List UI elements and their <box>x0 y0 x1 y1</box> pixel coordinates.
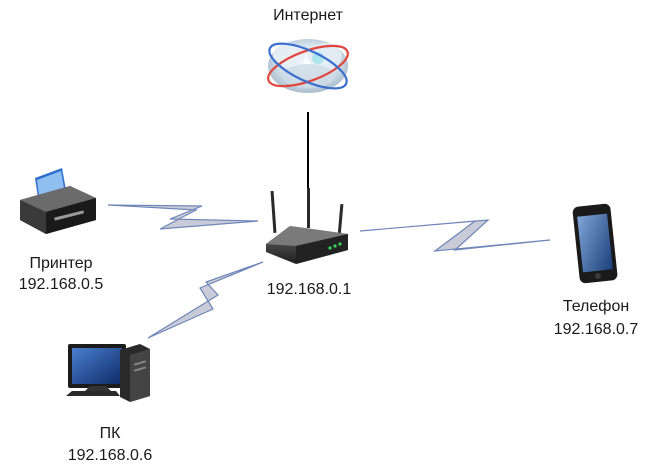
wifi-router-icon <box>266 188 348 264</box>
smartphone-icon <box>572 203 618 284</box>
wireless-link-printer <box>107 204 259 230</box>
internet-label: Интернет <box>273 7 343 24</box>
phone-label: Телефон <box>562 298 630 315</box>
wireless-link-pc <box>147 261 264 339</box>
printer-icon <box>20 168 96 234</box>
pc-label: ПК <box>99 425 121 442</box>
internet-cloud-icon <box>267 39 349 93</box>
desktop-computer-icon <box>66 344 150 402</box>
router-ip-label: 192.168.0.1 <box>266 281 352 298</box>
pc-ip-label: 192.168.0.6 <box>67 447 153 464</box>
printer-label: Принтер <box>29 255 93 272</box>
phone-ip-label: 192.168.0.7 <box>553 321 639 338</box>
wireless-link-phone <box>359 219 551 252</box>
printer-ip-label: 192.168.0.5 <box>18 276 104 293</box>
